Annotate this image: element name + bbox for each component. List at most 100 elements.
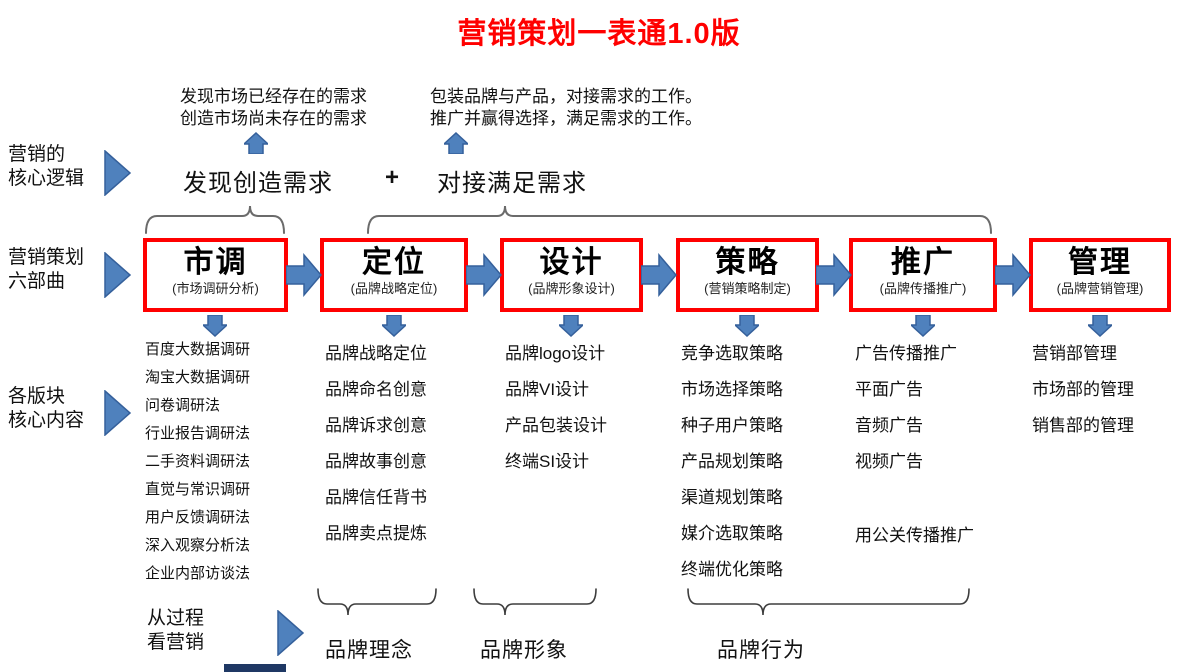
list-item: 品牌logo设计 [505,344,606,363]
block-arrow-right-icon [286,253,322,297]
step-subtitle: (品牌营销管理) [1056,281,1144,296]
list-item: 平面广告 [855,380,923,399]
row-label-core-content: 各版块 核心内容 [8,385,84,433]
list-item: 品牌故事创意 [325,452,427,471]
step-box-design: 设计 (品牌形象设计) [500,238,643,312]
step-items-research: 百度大数据调研淘宝大数据调研问卷调研法行业报告调研法二手资料调研法直觉与常识调研… [145,336,250,588]
group-label-brand-image: 品牌形象 [480,639,568,662]
list-item: 终端SI设计 [505,452,590,471]
list-item: 企业内部访谈法 [145,565,251,582]
step-box-management: 管理 (品牌营销管理) [1029,238,1171,312]
list-item: 市场选择策略 [681,380,783,399]
annotation-line: 推广并赢得选择，满足需求的工作。 [430,109,702,128]
step-title: 定位 [362,246,426,279]
list-item: 竞争选取策略 [681,344,783,363]
block-arrow-right-icon [466,253,502,297]
row-label-line: 核心逻辑 [8,168,85,189]
annotation-discover-needs: 发现市场已经存在的需求 创造市场尚未存在的需求 [180,86,367,130]
step-title: 推广 [891,246,955,279]
down-arrow-icon [911,315,935,337]
list-item: 媒介选取策略 [681,524,783,543]
up-arrow-icon [244,132,268,154]
list-item: 种子用户策略 [681,416,783,435]
logic-connect-satisfy-label: 对接满足需求 [437,170,587,197]
row-label-process-view: 从过程 看营销 [147,607,204,655]
plus-sign: + [385,164,400,191]
row-label-six-steps: 营销策划 六部曲 [8,246,84,294]
step-box-research: 市调 (市场调研分析) [143,238,288,312]
list-item: 问卷调研法 [145,397,221,414]
down-arrow-icon [735,315,759,337]
list-item: 品牌信任背书 [325,488,427,507]
list-item: 广告传播推广 [855,344,957,363]
step-subtitle: (营销策略制定) [704,281,791,296]
step-title: 设计 [539,246,604,279]
list-item: 直觉与常识调研 [145,481,251,498]
list-item: 用户反馈调研法 [145,509,251,526]
brace-bottom-brand-behavior [687,588,970,616]
arrow-right-icon [104,390,131,436]
step-title: 策略 [715,246,780,279]
row-label-line: 看营销 [147,632,205,653]
row-label-line: 各版块 [8,386,66,407]
list-item: 音频广告 [855,416,923,435]
brace-top-discover [145,205,285,234]
list-item: 品牌诉求创意 [325,416,427,435]
up-arrow-icon [444,132,468,154]
page-title: 营销策划一表通1.0版 [457,18,741,50]
block-arrow-right-icon [995,253,1031,297]
step-box-promotion: 推广 (品牌传播推广) [849,238,997,312]
list-item: 视频广告 [855,452,923,471]
arrow-right-icon [104,150,131,196]
step-subtitle: (品牌传播推广) [879,281,967,296]
block-arrow-right-icon [641,253,677,297]
brace-bottom-brand-image [473,588,597,616]
step-items-management: 营销部管理市场部的管理销售部的管理 [1032,336,1134,444]
step-items-design: 品牌logo设计品牌VI设计产品包装设计终端SI设计 [505,336,607,480]
step-subtitle: (市场调研分析) [172,281,259,296]
step-subtitle: (品牌形象设计) [528,281,615,296]
step-items-promotion: 广告传播推广平面广告音频广告视频广告用公关传播推广 [855,336,974,554]
list-item: 淘宝大数据调研 [145,369,251,386]
row-label-line: 从过程 [147,608,205,629]
arrow-right-icon [104,252,131,298]
down-arrow-icon [559,315,583,337]
list-item: 品牌卖点提炼 [325,524,427,543]
list-item: 行业报告调研法 [145,425,251,442]
arrow-right-icon [277,610,304,656]
step-subtitle: (品牌战略定位) [350,281,438,296]
step-box-strategy: 策略 (营销策略制定) [676,238,819,312]
group-label-brand-idea: 品牌理念 [325,639,413,662]
annotation-line: 发现市场已经存在的需求 [180,87,367,106]
list-item: 市场部的管理 [1032,380,1134,399]
list-item: 营销部管理 [1032,344,1117,363]
list-item: 产品包装设计 [505,416,607,435]
brace-bottom-brand-idea [317,588,437,616]
block-arrow-right-icon [816,253,852,297]
down-arrow-icon [382,315,406,337]
down-arrow-icon [1088,315,1112,337]
step-items-positioning: 品牌战略定位品牌命名创意品牌诉求创意品牌故事创意品牌信任背书品牌卖点提炼 [325,336,427,552]
row-label-core-logic: 营销的 核心逻辑 [8,143,84,191]
list-item: 销售部的管理 [1032,416,1134,435]
step-box-positioning: 定位 (品牌战略定位) [320,238,468,312]
list-item: 二手资料调研法 [145,453,251,470]
list-item: 用公关传播推广 [855,526,974,545]
row-label-line: 六部曲 [8,271,66,292]
row-label-line: 营销的 [8,144,66,165]
row-label-line: 核心内容 [8,410,85,431]
list-item: 渠道规划策略 [681,488,783,507]
annotation-line: 创造市场尚未存在的需求 [180,109,367,128]
group-label-brand-behavior: 品牌行为 [717,639,805,662]
list-item: 品牌命名创意 [325,380,427,399]
row-label-line: 营销策划 [8,247,85,268]
brace-top-connect [367,205,992,234]
list-item: 品牌战略定位 [325,344,427,363]
step-items-strategy: 竞争选取策略市场选择策略种子用户策略产品规划策略渠道规划策略媒介选取策略终端优化… [681,336,783,588]
list-item: 百度大数据调研 [145,341,251,358]
list-item: 产品规划策略 [681,452,783,471]
bottom-edge-bar [224,664,286,672]
annotation-connect-needs: 包装品牌与产品，对接需求的工作。 推广并赢得选择，满足需求的工作。 [430,86,702,130]
annotation-line: 包装品牌与产品，对接需求的工作。 [430,87,702,106]
